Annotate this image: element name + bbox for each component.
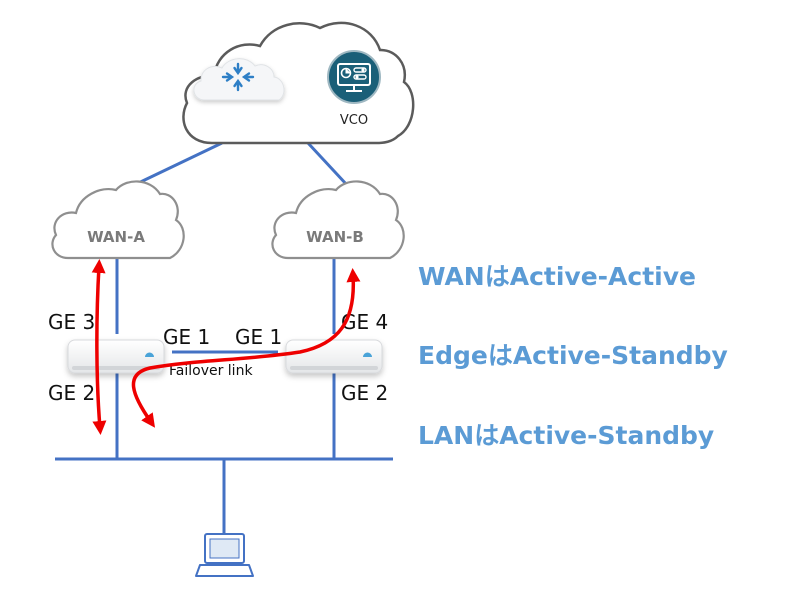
- vco-wan-b-line: [306, 141, 349, 187]
- edge-device-b: [285, 339, 383, 374]
- monitor-dashboard-icon: [327, 50, 381, 104]
- port-label-ge3: GE 3: [48, 310, 95, 334]
- note-lan-active-standby: LANはActive-Standby: [418, 421, 715, 450]
- wan-a-label: WAN-A: [87, 228, 145, 246]
- standby-failover-arrow: [131, 268, 361, 428]
- router-arrows-icon: [221, 62, 255, 92]
- vco-label: VCO: [340, 113, 368, 128]
- laptop-icon: [195, 533, 254, 577]
- wan-a-cloud: WAN-A: [51, 180, 185, 260]
- port-label-ge2-left: GE 2: [48, 381, 95, 405]
- wan-a-lan-arrow: [91, 259, 107, 435]
- port-label-ge1-right: GE 1: [235, 325, 282, 349]
- wan-b-label: WAN-B: [306, 228, 364, 246]
- vco-cloud: VCO: [182, 21, 415, 145]
- vco-wan-a-line: [129, 141, 223, 189]
- port-label-ge2-right: GE 2: [341, 381, 388, 405]
- port-label-ge1-left: GE 1: [163, 325, 210, 349]
- note-wan-active-active: WANはActive-Active: [418, 262, 696, 291]
- note-edge-active-standby: EdgeはActive-Standby: [418, 341, 728, 370]
- wan-b-cloud: WAN-B: [271, 180, 405, 260]
- traffic-arrows: [91, 259, 361, 435]
- router-cloud: [193, 58, 285, 101]
